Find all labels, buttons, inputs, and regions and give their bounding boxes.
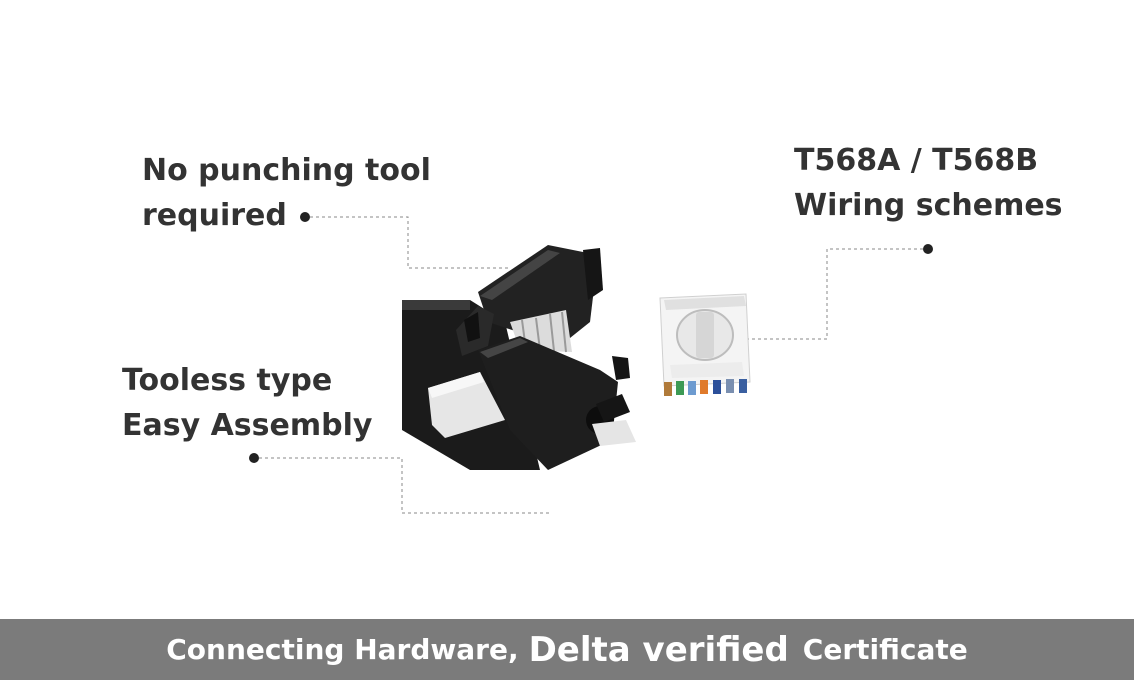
footer-banner: Connecting Hardware, Delta verified Cert… (0, 619, 1134, 680)
callout-no-punching-tool: No punching tool required (142, 148, 431, 238)
callout-tooless-type: Tooless type Easy Assembly (122, 358, 372, 448)
leader-tooless (249, 453, 552, 514)
white-insert-module-image (659, 293, 751, 396)
callout-wiring-line2: Wiring schemes (794, 188, 1063, 223)
callout-tooless-line1: Tooless type (122, 363, 333, 398)
footer-text-part1: Connecting Hardware, (166, 633, 519, 666)
callout-no-tool-line1: No punching tool (142, 153, 431, 188)
black-keystone-jack-image (402, 245, 636, 470)
product-illustration (249, 212, 933, 514)
footer-text-part2: Delta verified (528, 629, 789, 670)
leader-wiring (740, 244, 933, 340)
callout-wiring-line1: T568A / T568B (794, 143, 1039, 178)
leader-no-tool (300, 212, 508, 269)
footer-text-part3: Certificate (802, 633, 968, 666)
callout-wiring-schemes: T568A / T568B Wiring schemes (794, 138, 1063, 228)
callout-tooless-line2: Easy Assembly (122, 408, 373, 443)
callout-no-tool-line2: required (142, 198, 287, 233)
